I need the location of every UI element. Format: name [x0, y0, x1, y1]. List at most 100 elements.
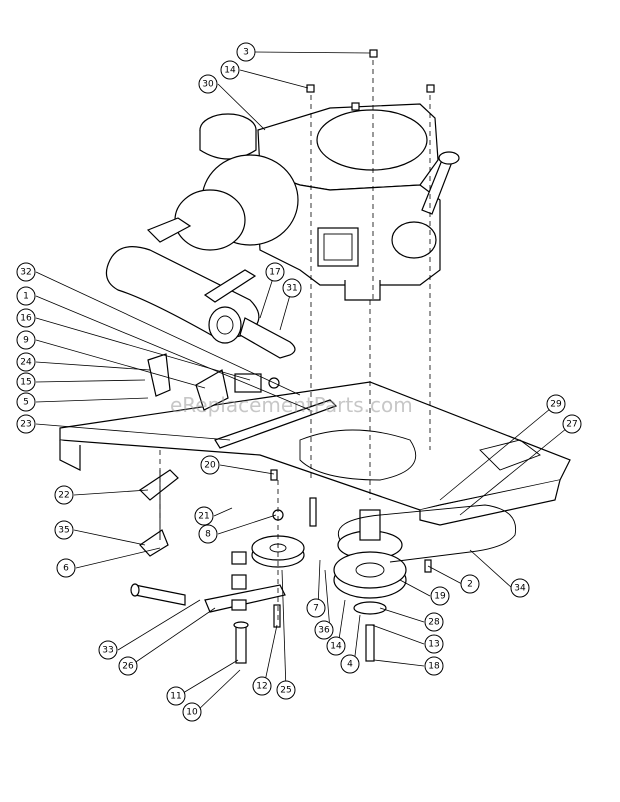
- callout-circle: [340, 654, 360, 674]
- callout-11: 11: [166, 686, 186, 706]
- callout-24: 24: [16, 352, 36, 372]
- callout-label: 6: [63, 564, 69, 574]
- callout-circle: [430, 586, 450, 606]
- callout-label: 23: [20, 420, 31, 430]
- callout-label: 10: [186, 708, 198, 718]
- callout-label: 25: [280, 686, 291, 696]
- callout-circle: [510, 578, 530, 598]
- callout-circle: [326, 636, 346, 656]
- watermark-text: eReplacementParts.com: [170, 393, 413, 417]
- callout-33: 33: [98, 640, 118, 660]
- callout-label: 18: [428, 662, 440, 672]
- callout-20: 20: [200, 455, 220, 475]
- callout-label: 7: [313, 604, 319, 614]
- callout-23: 23: [16, 414, 36, 434]
- callout-circle: [16, 414, 36, 434]
- callout-label: 17: [269, 268, 280, 278]
- callout-label: 13: [428, 640, 439, 650]
- callout-18: 18: [424, 656, 444, 676]
- centre-lines: [159, 60, 431, 620]
- callout-circle: [236, 42, 256, 62]
- callout-circle: [166, 686, 186, 706]
- callout-label: 34: [514, 584, 526, 594]
- callout-circle: [194, 506, 214, 526]
- callout-label: 14: [330, 642, 342, 652]
- callout-label: 11: [170, 692, 181, 702]
- callout-34: 34: [510, 578, 530, 598]
- callout-label: 29: [550, 400, 562, 410]
- callout-label: 30: [202, 80, 214, 90]
- callout-circle: [198, 524, 218, 544]
- callout-label: 1: [23, 292, 29, 302]
- callout-label: 22: [58, 491, 69, 501]
- callout-36: 36: [314, 620, 334, 640]
- callout-label: 35: [58, 526, 69, 536]
- callout-27: 27: [562, 414, 582, 434]
- callout-9: 9: [16, 330, 36, 350]
- callout-circle: [16, 372, 36, 392]
- callout-28: 28: [424, 612, 444, 632]
- callout-circle: [546, 394, 566, 414]
- callout-circle: [252, 676, 272, 696]
- callout-label: 26: [122, 662, 134, 672]
- callout-17: 17: [265, 262, 285, 282]
- callout-circle: [562, 414, 582, 434]
- callout-circle: [200, 455, 220, 475]
- callout-circle: [282, 278, 302, 298]
- callout-circle: [54, 520, 74, 540]
- deck-plate: [59, 381, 571, 526]
- left-brackets: [147, 353, 280, 411]
- engine: [174, 103, 460, 301]
- callout-circle: [54, 485, 74, 505]
- callout-circle: [220, 60, 240, 80]
- callout-19: 19: [430, 586, 450, 606]
- callout-29: 29: [546, 394, 566, 414]
- callout-16: 16: [16, 308, 36, 328]
- callout-label: 8: [205, 530, 211, 540]
- callout-circle: [16, 286, 36, 306]
- callout-4: 4: [340, 654, 360, 674]
- callout-circle: [16, 392, 36, 412]
- callout-label: 12: [256, 682, 267, 692]
- callout-label: 24: [20, 358, 32, 368]
- callout-14b: 14: [326, 636, 346, 656]
- callout-circle: [16, 352, 36, 372]
- callout-32: 32: [16, 262, 36, 282]
- callout-circle: [118, 656, 138, 676]
- callout-label: 20: [204, 461, 216, 471]
- callout-22: 22: [54, 485, 74, 505]
- drive-belt: [338, 504, 517, 563]
- callout-circle: [16, 308, 36, 328]
- callout-circle: [276, 680, 296, 700]
- callout-label: 19: [434, 592, 446, 602]
- callout-1: 1: [16, 286, 36, 306]
- callout-circle: [198, 74, 218, 94]
- callout-26: 26: [118, 656, 138, 676]
- callout-label: 4: [347, 660, 353, 670]
- callout-5: 5: [16, 392, 36, 412]
- callout-label: 28: [428, 618, 440, 628]
- callout-label: 2: [467, 580, 473, 590]
- callout-circle: [98, 640, 118, 660]
- callout-14a: 14: [220, 60, 240, 80]
- callout-2: 2: [460, 574, 480, 594]
- callout-label: 9: [23, 336, 29, 346]
- lower-linkage: [130, 469, 286, 664]
- callout-7: 7: [306, 598, 326, 618]
- callout-circle: [306, 598, 326, 618]
- clutch-assembly: [333, 509, 407, 662]
- callout-25: 25: [276, 680, 296, 700]
- callout-circle: [314, 620, 334, 640]
- callout-label: 32: [20, 268, 31, 278]
- callout-13: 13: [424, 634, 444, 654]
- callout-8a: 8: [198, 524, 218, 544]
- callout-12: 12: [252, 676, 272, 696]
- callout-circle: [182, 702, 202, 722]
- callout-label: 31: [286, 284, 297, 294]
- callout-label: 5: [23, 398, 29, 408]
- callout-circle: [424, 656, 444, 676]
- callout-3: 3: [236, 42, 256, 62]
- callout-label: 16: [20, 314, 32, 324]
